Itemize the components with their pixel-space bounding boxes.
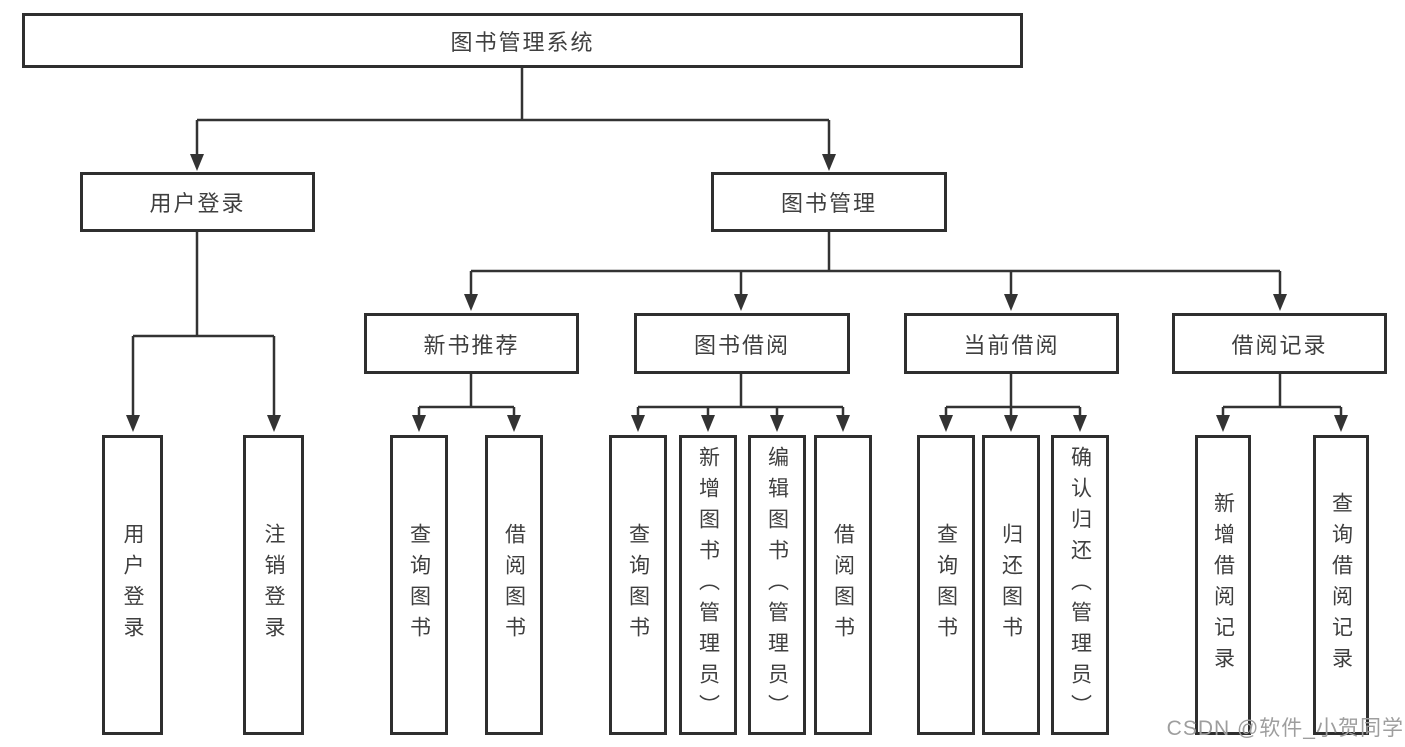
leaf-nbr-borrow-books: 借阅图书 [485, 435, 543, 735]
leaf-label: 编辑图书（管理员） [765, 445, 789, 725]
leaf-label: 查询图书 [407, 523, 431, 647]
leaf-bb-borrow-books: 借阅图书 [814, 435, 872, 735]
leaf-cb-return-books: 归还图书 [982, 435, 1040, 735]
node-current-borrowing: 当前借阅 [904, 313, 1119, 374]
leaf-label: 注销登录 [262, 523, 285, 647]
leaf-bb-query-books: 查询图书 [609, 435, 667, 735]
leaf-label: 借阅图书 [502, 523, 526, 647]
node-user-login: 用户登录 [80, 172, 315, 232]
node-label: 借阅记录 [1231, 332, 1328, 358]
node-book-borrowing: 图书借阅 [634, 313, 850, 374]
leaf-br-query-record: 查询借阅记录 [1313, 435, 1369, 735]
node-label: 用户登录 [149, 191, 246, 216]
leaf-user-login: 用户登录 [102, 435, 163, 735]
leaf-nbr-query-books: 查询图书 [390, 435, 448, 735]
node-label: 图书管理系统 [450, 29, 595, 55]
node-label: 图书管理 [780, 191, 877, 216]
leaf-bb-edit-books-admin: 编辑图书（管理员） [748, 435, 806, 735]
leaf-label: 归还图书 [999, 523, 1023, 647]
leaf-label: 查询借阅记录 [1329, 492, 1353, 678]
node-label: 当前借阅 [963, 332, 1060, 358]
leaf-label: 新增图书（管理员） [696, 445, 720, 725]
leaf-bb-add-books-admin: 新增图书（管理员） [679, 435, 737, 735]
node-label: 新书推荐 [423, 332, 520, 358]
node-new-book-recommend: 新书推荐 [364, 313, 579, 374]
leaf-label: 确认归还（管理员） [1068, 445, 1092, 725]
leaf-cb-confirm-return-admin: 确认归还（管理员） [1051, 435, 1109, 735]
arrowheads [126, 154, 1348, 432]
leaf-label: 新增借阅记录 [1211, 492, 1235, 678]
node-library-management-system: 图书管理系统 [22, 13, 1023, 68]
node-book-management: 图书管理 [711, 172, 947, 232]
node-label: 图书借阅 [693, 332, 790, 358]
leaf-label: 借阅图书 [831, 523, 855, 647]
leaf-label: 查询图书 [934, 523, 958, 647]
leaf-label: 查询图书 [626, 523, 650, 647]
leaf-label: 用户登录 [121, 523, 144, 647]
leaf-cb-query-books: 查询图书 [917, 435, 975, 735]
leaf-logout: 注销登录 [243, 435, 304, 735]
node-borrowing-records: 借阅记录 [1172, 313, 1387, 374]
leaf-br-add-record: 新增借阅记录 [1195, 435, 1251, 735]
csdn-watermark: CSDN @软件_小贺同学 [1166, 717, 1404, 740]
